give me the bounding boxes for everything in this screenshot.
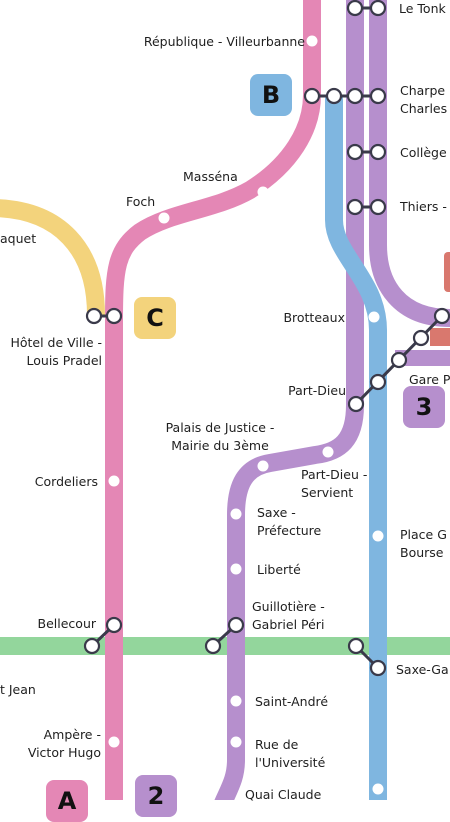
station-label-hotel-de-ville-2[interactable]: Louis Pradel (26, 353, 103, 368)
station-dot (230, 695, 242, 707)
station-label-massena[interactable]: Masséna (183, 169, 238, 184)
station-label-palais-justice-2[interactable]: Mairie du 3ème (171, 438, 269, 453)
station-label-republique[interactable]: République - Villeurbanne (143, 34, 305, 49)
station-dot (257, 186, 269, 198)
station-label-bellecour[interactable]: Bellecour (37, 616, 96, 631)
station-label-thiers[interactable]: Thiers - (400, 199, 447, 214)
station-label-liberte[interactable]: Liberté (257, 562, 301, 577)
metro-map[interactable] (0, 0, 450, 800)
station-dot (306, 35, 318, 47)
station-dot (372, 530, 384, 542)
station-dot (108, 736, 120, 748)
station-label-st-jean[interactable]: t Jean (0, 682, 36, 697)
station-label-guillotiere-1[interactable]: Guillotière - (252, 599, 325, 614)
station-dot (257, 460, 269, 472)
line-c-badge[interactable]: C (134, 297, 176, 339)
station-label-part-dieu-servient-1[interactable]: Part-Dieu - (301, 467, 368, 482)
station-label-gare-part-dieu[interactable]: Gare P (409, 372, 450, 387)
station-label-ampere-2[interactable]: Victor Hugo (27, 745, 101, 760)
station-label-part-dieu-servient-2[interactable]: Servient (301, 485, 354, 500)
line-b-badge[interactable]: B (250, 74, 292, 116)
station-label-cordeliers[interactable]: Cordeliers (34, 474, 98, 489)
line-d (214, 0, 450, 800)
station-dot (230, 736, 242, 748)
station-label-college[interactable]: Collège (400, 145, 447, 160)
line-red (430, 252, 450, 346)
station-label-charpennes-1[interactable]: Charpe (400, 83, 446, 98)
station-label-saint-andre[interactable]: Saint-André (255, 694, 329, 709)
station-label-rue-universite-2[interactable]: l'Université (255, 755, 326, 770)
station-dot (372, 783, 384, 795)
line-3-badge[interactable]: 3 (403, 386, 445, 428)
stations (108, 35, 384, 795)
station-dot (368, 311, 380, 323)
station-label-place-guichard-2[interactable]: Bourse (400, 545, 444, 560)
station-label-foch[interactable]: Foch (126, 194, 156, 209)
station-label-croix-paquet[interactable]: aquet (0, 231, 37, 246)
line-b (325, 96, 387, 800)
station-dot (158, 212, 170, 224)
station-label-hotel-de-ville-1[interactable]: Hôtel de Ville - (10, 335, 102, 350)
station-label-quai-claude[interactable]: Quai Claude (245, 787, 322, 802)
station-label-guillotiere-2[interactable]: Gabriel Péri (252, 617, 325, 632)
line-a-badge[interactable]: A (46, 780, 88, 822)
station-dot (108, 475, 120, 487)
line-c (0, 199, 105, 316)
interchange-stations (83, 0, 450, 677)
station-label-palais-justice-1[interactable]: Palais de Justice - (165, 420, 275, 435)
station-label-saxe-prefecture-2[interactable]: Préfecture (257, 523, 322, 538)
station-label-saxe-gambetta[interactable]: Saxe-Ga (396, 662, 449, 677)
station-label-ampere-1[interactable]: Ampère - (43, 727, 101, 742)
station-dot (230, 508, 242, 520)
line-a (105, 0, 321, 800)
station-dot (230, 563, 242, 575)
station-label-charpennes-2[interactable]: Charles (400, 101, 448, 116)
station-label-saxe-prefecture-1[interactable]: Saxe - (257, 505, 296, 520)
station-dot (322, 446, 334, 458)
station-label-rue-universite-1[interactable]: Rue de (255, 737, 299, 752)
station-label-place-guichard-1[interactable]: Place G (400, 527, 447, 542)
line-2-badge[interactable]: 2 (135, 775, 177, 817)
station-label-brotteaux[interactable]: Brotteaux (283, 310, 345, 325)
station-label-part-dieu[interactable]: Part-Dieu (288, 383, 346, 398)
station-label-le-tonkin[interactable]: Le Tonk (399, 1, 446, 16)
